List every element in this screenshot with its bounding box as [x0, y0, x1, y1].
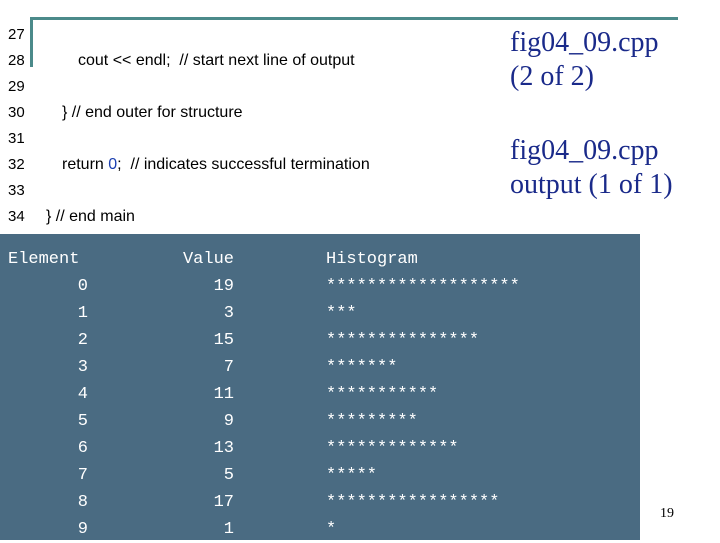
- line-number: 27: [8, 26, 25, 43]
- output-row: 7 5 *****: [0, 462, 640, 489]
- line-number: 28: [8, 52, 25, 69]
- code-text: ; // indicates successful termination: [117, 156, 370, 173]
- output-row: 8 17 *****************: [0, 489, 640, 516]
- output-histogram: ***: [326, 304, 357, 323]
- output-value: 11: [213, 385, 234, 404]
- code-line-32: return 0; // indicates successful termin…: [62, 152, 370, 178]
- output-element: 4: [77, 385, 88, 404]
- output-value: 15: [213, 331, 234, 350]
- output-value: 9: [223, 412, 234, 431]
- output-row: 6 13 *************: [0, 435, 640, 462]
- output-value: 19: [213, 277, 234, 296]
- output-value: 1: [223, 520, 234, 539]
- output-element: 3: [77, 358, 88, 377]
- output-histogram: *******************: [326, 277, 520, 296]
- output-histogram: *********: [326, 412, 418, 431]
- output-row: 0 19 *******************: [0, 273, 640, 300]
- figure-title-line: (2 of 2): [510, 61, 594, 92]
- figure-title-line: fig04_09.cpp: [510, 27, 659, 58]
- output-value: 5: [223, 466, 234, 485]
- code-keyword: return: [62, 156, 109, 173]
- output-row: 2 15 ***************: [0, 327, 640, 354]
- output-histogram: *****: [326, 466, 378, 485]
- code-number: 0: [108, 156, 118, 173]
- header-histogram: Histogram: [326, 250, 418, 269]
- output-element: 7: [77, 466, 88, 485]
- output-value: 3: [223, 304, 234, 323]
- left-rule: [30, 17, 33, 67]
- header-element: Element: [8, 250, 80, 269]
- figure-title-output: fig04_09.cpp output (1 of 1): [510, 134, 673, 202]
- output-element: 2: [77, 331, 88, 350]
- output-histogram: *****************: [326, 493, 500, 512]
- line-number: 33: [8, 182, 25, 199]
- page-number: 19: [660, 506, 674, 521]
- line-number: 34: [8, 208, 25, 225]
- line-number: 32: [8, 156, 25, 173]
- code-line-28: cout << endl; // start next line of outp…: [78, 52, 355, 69]
- output-histogram: *************: [326, 439, 459, 458]
- output-header: Element Value Histogram: [0, 246, 640, 273]
- output-histogram: ***********: [326, 385, 439, 404]
- output-row: 3 7 *******: [0, 354, 640, 381]
- figure-title-line: fig04_09.cpp: [510, 135, 659, 166]
- output-element: 8: [77, 493, 88, 512]
- output-element: 6: [77, 439, 88, 458]
- line-number: 29: [8, 78, 25, 95]
- line-number: 31: [8, 130, 25, 147]
- line-number: 30: [8, 104, 25, 121]
- figure-title-source: fig04_09.cpp (2 of 2): [510, 26, 659, 94]
- output-row: 5 9 *********: [0, 408, 640, 435]
- output-histogram: ***************: [326, 331, 480, 350]
- output-element: 5: [77, 412, 88, 431]
- output-element: 9: [77, 520, 88, 539]
- output-histogram: *******: [326, 358, 398, 377]
- output-element: 1: [77, 304, 88, 323]
- output-row: 9 1 *: [0, 516, 640, 543]
- line-numbers: 27 28 29 30 31 32 33 34: [8, 22, 38, 230]
- top-rule: [30, 17, 678, 20]
- code-line-30: } // end outer for structure: [62, 104, 243, 121]
- header-value: Value: [182, 250, 234, 269]
- code-line-34: } // end main: [46, 208, 135, 225]
- output-element: 0: [77, 277, 88, 296]
- output-row: 4 11 ***********: [0, 381, 640, 408]
- output-value: 7: [223, 358, 234, 377]
- output-row: 1 3 ***: [0, 300, 640, 327]
- figure-title-line: output (1 of 1): [510, 169, 673, 200]
- output-histogram: *: [326, 520, 337, 539]
- output-value: 17: [213, 493, 234, 512]
- output-value: 13: [213, 439, 234, 458]
